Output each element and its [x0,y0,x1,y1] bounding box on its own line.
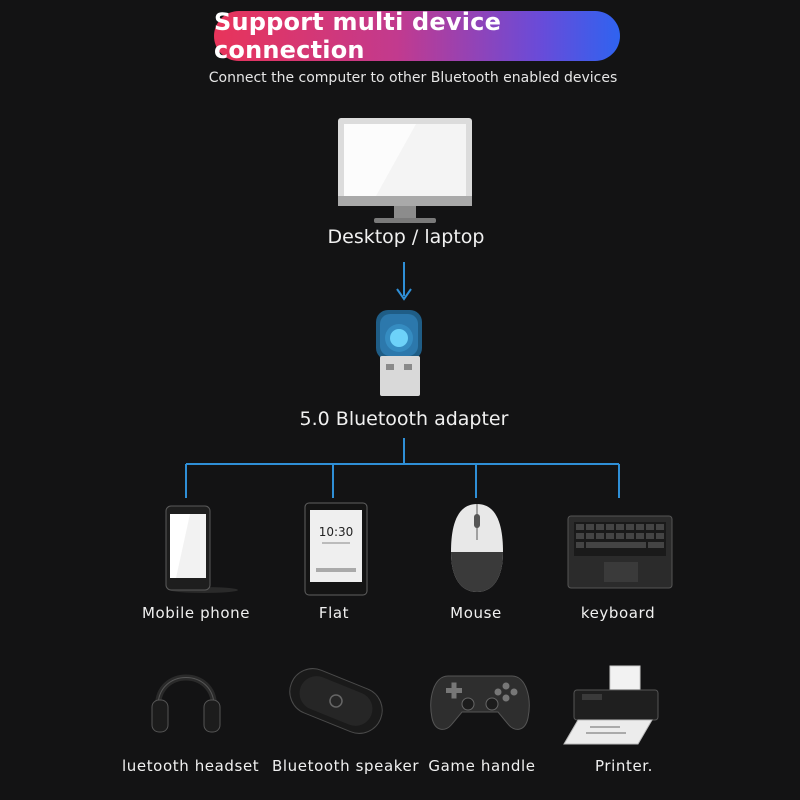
adapter-label: 5.0 Bluetooth adapter [299,408,509,430]
device-label-flat: Flat [318,604,350,622]
device-label-speaker: Bluetooth speaker [272,757,420,775]
mobile-phone-icon [164,504,244,594]
headset-icon [150,656,222,736]
printer-icon [560,664,670,746]
monitor-icon [336,116,476,228]
device-label-printer: Printer. [594,757,654,775]
device-label-mouse: Mouse [450,604,502,622]
device-label-keyboard: keyboard [580,604,656,622]
mouse-icon [447,500,507,596]
device-label-mobile-phone: Mobile phone [141,604,251,622]
title-banner: Support multi device connection [214,8,620,64]
device-label-headset: luetooth headset [122,757,260,775]
tablet-icon: 10:30 [304,502,370,596]
keyboard-icon [566,512,676,590]
computer-label: Desktop / laptop [327,226,485,248]
page-subtitle: Connect the computer to other Bluetooth … [208,70,618,86]
page-title: Support multi device connection [214,8,502,64]
tablet-clock: 10:30 [319,525,354,539]
speaker-icon [284,660,388,742]
device-label-gamepad: Game handle [428,757,536,775]
bluetooth-adapter-icon [374,308,434,400]
gamepad-icon [428,668,532,734]
